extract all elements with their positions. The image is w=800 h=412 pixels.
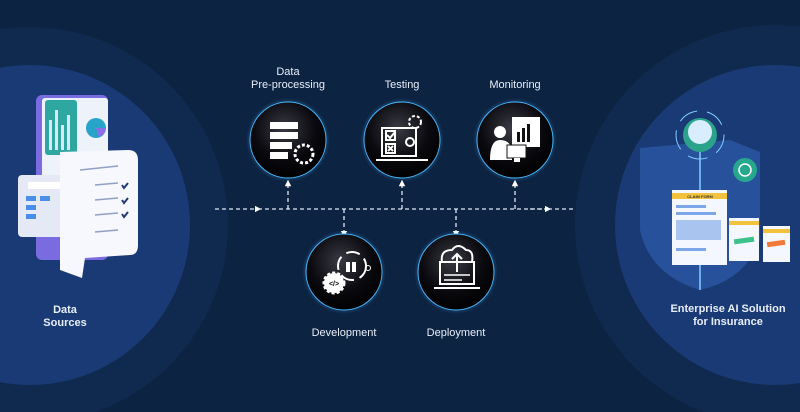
step-label-deployment: Deployment bbox=[426, 327, 486, 339]
step-node-testing bbox=[360, 98, 444, 182]
label-line: Pre-processing bbox=[251, 79, 325, 91]
step-node-monitoring bbox=[473, 98, 557, 182]
cloud-upload-laptop-icon bbox=[434, 245, 480, 289]
documents-illustration-icon bbox=[18, 95, 138, 278]
enterprise-ai-panel: CLAIM FORM bbox=[575, 25, 800, 412]
step-node-development: </> bbox=[302, 230, 386, 314]
step-label-development: Development bbox=[311, 327, 377, 339]
step-label-monitoring: Monitoring bbox=[489, 79, 541, 91]
claim-form-label: CLAIM FORM bbox=[687, 194, 713, 199]
title-line: for Insurance bbox=[693, 316, 763, 328]
step-node-deployment bbox=[414, 230, 498, 314]
insurance-shield-illustration-icon: CLAIM FORM bbox=[640, 110, 790, 290]
title-line: Sources bbox=[43, 317, 87, 329]
step-label-testing: Testing bbox=[384, 79, 420, 91]
data-sources-panel bbox=[0, 27, 228, 412]
code-gear-icon: </> bbox=[322, 251, 371, 295]
step-node-data-preprocessing bbox=[246, 98, 330, 182]
title-line: Data bbox=[53, 304, 77, 316]
svg-text:</>: </> bbox=[329, 281, 339, 288]
server-gear-icon bbox=[270, 122, 315, 165]
label-line: Data bbox=[276, 66, 300, 78]
flow-connectors bbox=[215, 179, 575, 238]
checklist-gear-icon bbox=[376, 115, 428, 161]
person-dashboard-icon bbox=[490, 117, 540, 162]
title-line: Enterprise AI Solution bbox=[670, 303, 786, 315]
